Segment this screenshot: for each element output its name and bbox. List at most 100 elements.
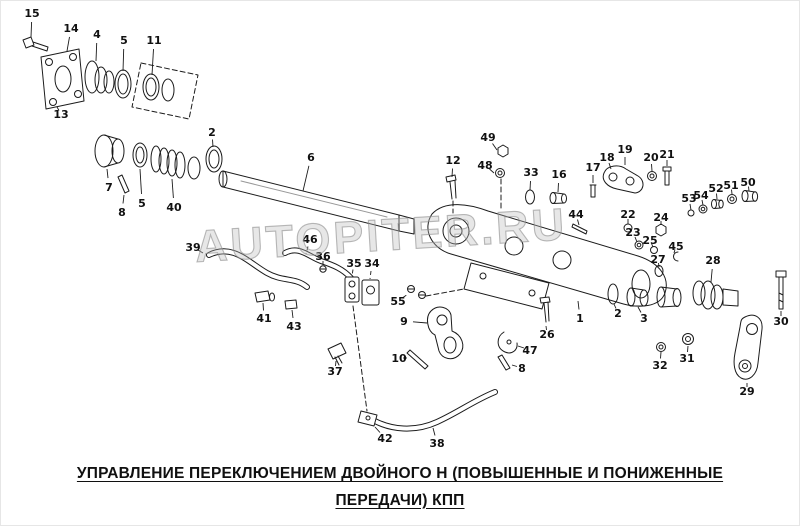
- leader-line-47: [517, 345, 525, 349]
- part-sleeve-3: [626, 287, 649, 307]
- part-valve-37: [327, 342, 347, 366]
- leader-line-52: [716, 193, 718, 200]
- leader-line-53: [689, 203, 692, 211]
- leader-line-16: [557, 182, 559, 193]
- callout-5: 5: [120, 34, 128, 47]
- callout-20: 20: [643, 151, 659, 164]
- callout-26: 26: [539, 328, 555, 341]
- part-ring-5-lower: [132, 142, 148, 168]
- part-hose-46: [282, 247, 354, 281]
- callout-8: 8: [518, 362, 526, 375]
- part-nut-49: [497, 144, 509, 158]
- part-pin-8-center: [497, 354, 511, 371]
- callout-39: 39: [185, 241, 200, 254]
- callout-14: 14: [63, 22, 79, 35]
- callout-27: 27: [650, 253, 665, 266]
- leader-line-1: [577, 300, 580, 310]
- leader-line-38: [432, 427, 436, 436]
- leader-line-32: [660, 351, 662, 359]
- part-bushing-right: [656, 286, 682, 308]
- part-lever-29: [733, 314, 763, 380]
- part-washer-51: [727, 194, 737, 204]
- guide-line-38: [352, 305, 368, 412]
- callout-21: 21: [659, 148, 674, 161]
- part-washer-54: [698, 204, 708, 214]
- callout-15: 15: [24, 7, 39, 20]
- leader-line-11: [151, 48, 154, 76]
- part-washer-32: [656, 342, 666, 352]
- callout-1: 1: [576, 312, 584, 325]
- part-cup-7: [94, 134, 125, 168]
- callout-2: 2: [208, 126, 216, 139]
- part-ring-2-left: [205, 145, 223, 173]
- callout-46: 46: [302, 233, 318, 246]
- callout-9: 9: [400, 315, 408, 328]
- leader-line-27: [658, 262, 660, 268]
- part-bracket-35-34: [344, 276, 380, 306]
- callout-41: 41: [256, 312, 271, 325]
- callout-34: 34: [364, 257, 380, 270]
- exploded-parts-drawing: 1514451113785402612494833161718192021535…: [22, 7, 789, 450]
- callout-22: 22: [620, 208, 635, 221]
- part-washer-20: [647, 171, 657, 181]
- leader-line-54: [701, 199, 704, 206]
- leader-line-14: [66, 36, 70, 52]
- callout-5: 5: [138, 197, 146, 210]
- leader-line-41: [262, 302, 264, 311]
- leader-line-50: [748, 186, 750, 192]
- part-pin-10: [406, 349, 429, 370]
- leader-line-49: [492, 143, 498, 151]
- callout-13: 13: [53, 108, 68, 121]
- callout-50: 50: [740, 176, 756, 189]
- part-bracket-18-19: [602, 165, 644, 194]
- part-fitting-41: [254, 290, 275, 303]
- callout-40: 40: [166, 201, 182, 214]
- assembly-guide-box: [131, 62, 199, 120]
- callout-43: 43: [286, 320, 301, 333]
- callout-25: 25: [642, 234, 657, 247]
- part-fork-9: [427, 306, 464, 360]
- callout-3: 3: [640, 312, 648, 325]
- leader-line-25: [651, 243, 654, 248]
- leader-line-13: [56, 106, 60, 111]
- callout-7: 7: [105, 181, 113, 194]
- part-circlip-45: [673, 251, 679, 262]
- part-ring-25: [650, 246, 658, 254]
- callout-6: 6: [307, 151, 315, 164]
- part-ring-5-upper: [114, 69, 132, 99]
- callout-45: 45: [668, 240, 683, 253]
- leader-line-55: [402, 293, 409, 298]
- part-ring-53: [687, 209, 695, 217]
- leader-line-18: [608, 162, 612, 170]
- leader-line-40: [171, 178, 174, 199]
- callout-24: 24: [653, 211, 669, 224]
- leader-line-23: [634, 236, 638, 243]
- leader-line-5: [122, 48, 125, 72]
- leader-line-15: [30, 21, 33, 38]
- part-boot-4: [84, 60, 115, 94]
- callout-53: 53: [681, 192, 696, 205]
- leader-line-20: [651, 163, 653, 172]
- callout-29: 29: [739, 385, 754, 398]
- callout-32: 32: [652, 359, 667, 372]
- callout-31: 31: [679, 352, 694, 365]
- part-bolt-36: [319, 265, 327, 273]
- caption-line-1: УПРАВЛЕНИЕ ПЕРЕКЛЮЧЕНИЕМ ДВОЙНОГО Н (ПОВ…: [76, 465, 724, 482]
- part-shaft-6: [218, 170, 415, 235]
- leader-line-34: [369, 270, 372, 280]
- leader-line-31: [687, 345, 689, 353]
- leader-line-7: [106, 168, 109, 179]
- callout-38: 38: [429, 437, 444, 450]
- leader-line-39: [197, 249, 204, 254]
- part-bellows-28: [692, 280, 739, 310]
- callout-16: 16: [551, 168, 567, 181]
- part-bushing-31: [682, 333, 694, 345]
- part-stud-17: [589, 184, 597, 198]
- callout-8: 8: [118, 206, 126, 219]
- leader-line-44: [577, 219, 580, 226]
- caption-line-2: ПЕРЕДАЧИ) КПП: [335, 491, 465, 509]
- diagram-caption: УПРАВЛЕНИЕ ПЕРЕКЛЮЧЕНИЕМ ДВОЙНОГО Н (ПОВ…: [1, 461, 799, 514]
